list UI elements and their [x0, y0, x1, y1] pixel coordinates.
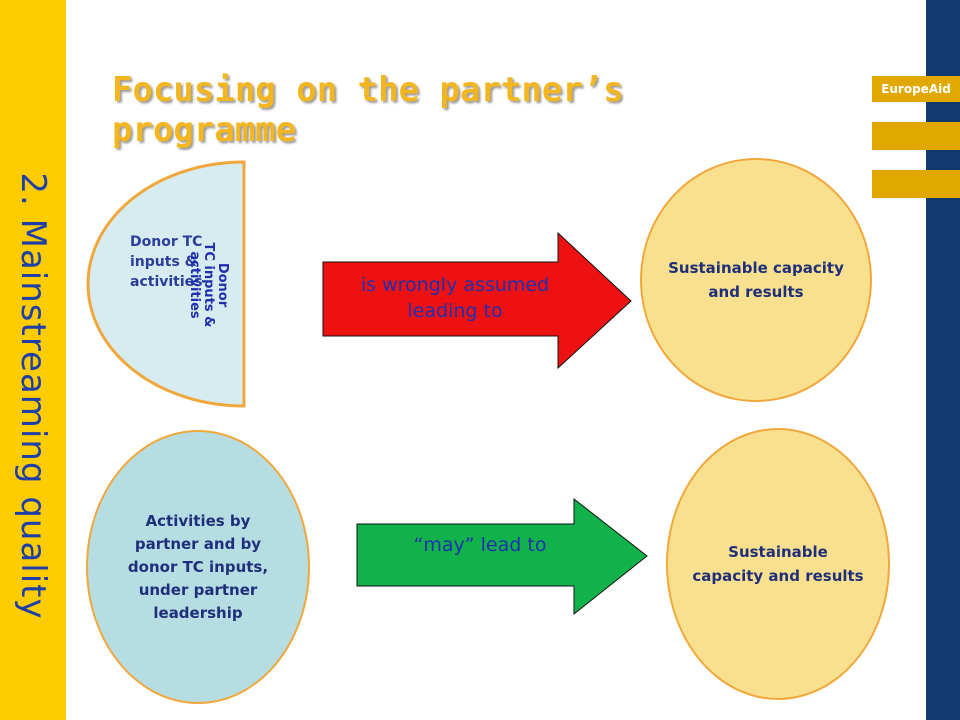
- brand-strip: [872, 122, 960, 150]
- brand-label: EuropeAid: [872, 76, 960, 102]
- result-label: Sustainable capacity and results: [692, 543, 864, 585]
- partner-activities-label: Activities by partner and by donor TC in…: [127, 511, 269, 622]
- may-lead-label: “may” lead to: [413, 534, 547, 556]
- right-bar: [926, 0, 960, 720]
- donor-half-circle: [86, 160, 246, 408]
- section-title: 2. Mainstreaming quality: [13, 172, 53, 620]
- result-circle-bottom: Sustainable capacity and results: [666, 428, 890, 700]
- wrong-assumption-label: is wrongly assumed leading to: [360, 274, 550, 322]
- brand-strip: [872, 170, 960, 198]
- partner-activities-circle: Activities by partner and by donor TC in…: [86, 430, 310, 704]
- donor-rotated-label: Donor TC inputs & activities: [187, 242, 230, 328]
- may-lead-arrow: [356, 498, 648, 616]
- result-label: Sustainable capacity and results: [668, 259, 844, 301]
- wrong-assumption-arrow: [322, 232, 632, 370]
- donor-inputs-label: Donor TC inputs & activities: [130, 234, 203, 290]
- slide-title: Focusing on the partner’s programme: [112, 70, 624, 150]
- result-circle-top: Sustainable capacity and results: [640, 158, 872, 402]
- sidebar: 2. Mainstreaming quality: [0, 0, 66, 720]
